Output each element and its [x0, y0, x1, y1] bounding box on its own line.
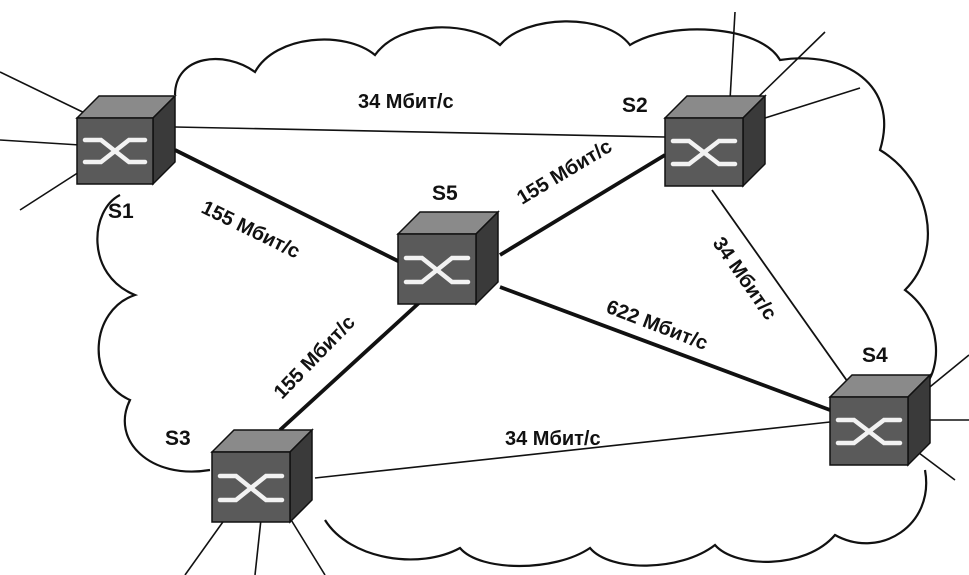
link-label-s2-s4: 34 Мбит/с	[708, 233, 781, 324]
link-s1-s2	[174, 126, 666, 138]
link-label-s1-s2: 34 Мбит/с	[358, 91, 454, 113]
host-line	[729, 11, 736, 101]
link-s3-s4	[314, 421, 831, 479]
link-label-s3-s4: 34 Мбит/с	[505, 428, 601, 450]
switch-s1	[75, 94, 177, 186]
network-cloud	[96, 20, 938, 567]
links	[174, 126, 851, 479]
node-label-s3: S3	[165, 427, 191, 450]
switch-s5	[396, 210, 500, 306]
switch-icon	[75, 94, 177, 186]
switch-s4	[828, 373, 932, 467]
host-line	[0, 139, 81, 146]
link-label-s2-s5: 155 Мбит/с	[513, 135, 616, 209]
switch-icon	[828, 373, 932, 467]
host-line	[764, 87, 861, 119]
switch-s3	[210, 428, 314, 524]
link-s5-s4	[499, 285, 831, 412]
host-line	[914, 449, 956, 481]
link-label-s3-s5: 155 Мбит/с	[270, 311, 360, 403]
node-label-s5: S5	[432, 182, 458, 205]
link-s1-s5	[174, 148, 401, 264]
switch-icon	[663, 94, 767, 188]
node-label-s1: S1	[108, 200, 134, 223]
switch-icon	[396, 210, 500, 306]
node-label-s4: S4	[862, 344, 888, 367]
host-line	[0, 71, 96, 119]
link-s2-s5	[499, 153, 666, 257]
switch-s2	[663, 94, 767, 188]
link-s2-s4	[711, 189, 851, 386]
node-label-s2: S2	[622, 94, 648, 117]
host-line	[749, 31, 826, 106]
link-s3-s5	[278, 300, 422, 432]
switch-icon	[210, 428, 314, 524]
